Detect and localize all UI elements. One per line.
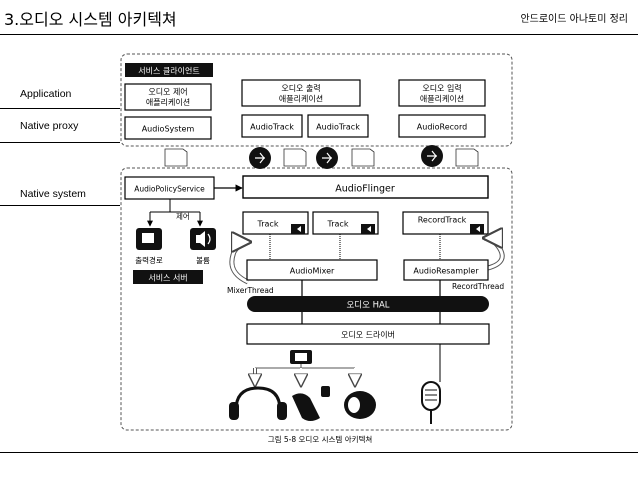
microphone-icon [421, 381, 441, 411]
app-input-line1: 오디오 입력 [422, 83, 461, 93]
service-client-region [120, 53, 513, 147]
service-server-label: 서비스 서버 [148, 273, 187, 283]
audio-system-label: AudioSystem [142, 125, 195, 134]
volume-label: 볼륨 [196, 256, 210, 265]
audio-hal-bar [247, 296, 489, 312]
service-client-tag [125, 63, 213, 77]
label-application: Application [20, 88, 72, 100]
binder-page-icon-3 [351, 148, 375, 167]
app-output-line2: 애플리케이션 [279, 94, 323, 104]
app-control-line2: 애플리케이션 [146, 97, 190, 107]
figure-caption: 그림 5-8 오디오 시스템 아키텍쳐 [268, 434, 373, 444]
record-thread-label: RecordThread [452, 282, 504, 291]
footer-divider [0, 452, 638, 453]
track-label-1: Track [257, 220, 279, 229]
control-label: 제어 [176, 211, 190, 221]
app-output-box [241, 79, 361, 107]
headphones-icon [234, 386, 282, 411]
audio-track-label-1: AudioTrack [250, 123, 294, 132]
mixer-thread-label: MixerThread [227, 286, 274, 295]
phone-icon [292, 393, 320, 421]
binder-page-icon-4 [455, 148, 479, 167]
audio-driver-box [246, 323, 490, 345]
audio-track-box-2 [307, 114, 369, 138]
divider-native-system [0, 205, 120, 206]
audio-resampler-label: AudioResampler [413, 267, 479, 276]
binder-page-icon-1 [164, 148, 188, 167]
app-control-line1: 오디오 제어 [148, 87, 187, 97]
policy-service-label: AudioPolicyService [134, 185, 205, 194]
audio-driver-label: 오디오 드라이버 [341, 330, 395, 340]
audio-track-box-1 [241, 114, 303, 138]
divider-application [0, 108, 120, 109]
page-title: 3.오디오 시스템 아키텍쳐 [4, 10, 177, 29]
audio-mixer-label: AudioMixer [290, 267, 335, 276]
app-input-box [398, 79, 486, 107]
audio-record-label: AudioRecord [417, 123, 467, 132]
app-control-box [124, 83, 212, 111]
header-divider [0, 34, 638, 35]
track-label-2: Track [327, 220, 349, 229]
audio-system-box [124, 116, 212, 140]
audio-flinger-box [242, 175, 489, 199]
audio-flinger-label: AudioFlinger [335, 184, 395, 195]
record-track-box [402, 211, 489, 235]
record-track-label: RecordTrack [418, 216, 467, 225]
audio-record-box [398, 114, 486, 138]
audio-mixer-box [246, 259, 378, 281]
output-path-label: 출력경로 [135, 255, 163, 265]
app-output-line1: 오디오 출력 [281, 83, 320, 93]
divider-native-proxy [0, 142, 120, 143]
service-server-tag [133, 270, 203, 284]
service-client-label: 서비스 클라이언트 [138, 66, 199, 76]
label-native-proxy: Native proxy [20, 120, 79, 132]
service-server-region [120, 167, 513, 431]
binder-page-icon-2 [283, 148, 307, 167]
audio-track-label-2: AudioTrack [316, 123, 360, 132]
page-subtitle: 안드로이드 아나토미 정리 [520, 14, 628, 25]
audio-hal-label: 오디오 HAL [346, 301, 389, 311]
audio-resampler-box [403, 259, 489, 281]
label-native-system: Native system [20, 188, 86, 200]
bluetooth-icon [321, 386, 330, 397]
app-input-line2: 애플리케이션 [420, 94, 464, 104]
